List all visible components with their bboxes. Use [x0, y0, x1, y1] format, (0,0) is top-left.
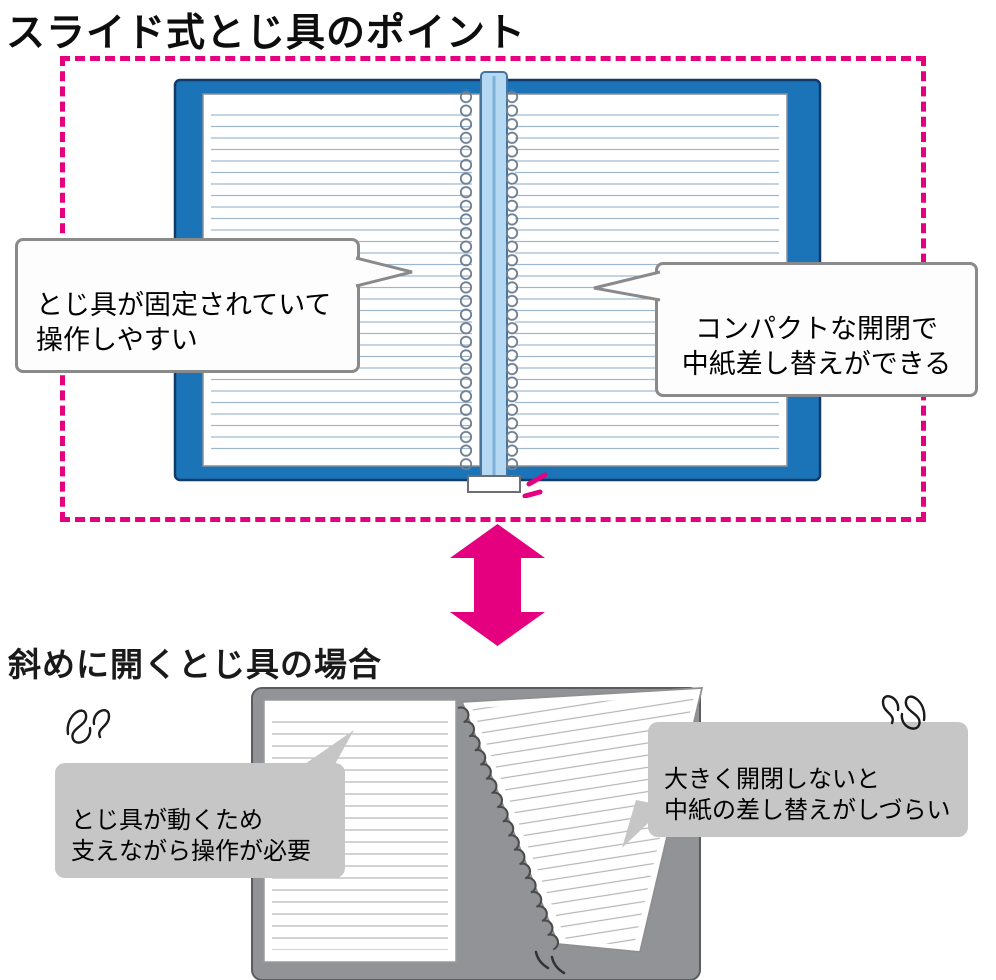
- motion-arc-icon: [550, 955, 566, 975]
- callout-fixed-binding: とじ具が固定されていて 操作しやすい: [15, 238, 360, 373]
- callout-pointer-upright-icon: [302, 730, 354, 766]
- callout-fixed-binding-text: とじ具が固定されていて 操作しやすい: [36, 289, 332, 356]
- slide-section-title: スライド式とじ具のポイント: [6, 12, 527, 55]
- motion-arc-icon: [534, 950, 550, 970]
- motion-dash-icon: [526, 472, 548, 487]
- callout-pointer-downleft-icon: [622, 800, 666, 848]
- swap-comparison-arrow-icon: [450, 524, 545, 646]
- spiral-binding-coil: [457, 706, 560, 951]
- callout-compact-open-text: コンパクトな開閉で 中紙差し替えができる: [681, 313, 952, 380]
- frustration-squiggle-icon: [881, 695, 926, 730]
- callout-compact-open: コンパクトな開閉で 中紙差し替えができる: [655, 262, 978, 397]
- slider-tab: [467, 475, 521, 493]
- binding-rings: [459, 89, 531, 470]
- callout-pointer-right-icon: [355, 256, 413, 288]
- diagonal-section-title: 斜めに開くとじ具の場合: [8, 646, 382, 683]
- frustration-squiggle-icon: [66, 709, 111, 744]
- motion-dash-icon: [522, 489, 543, 498]
- callout-pointer-left-icon: [593, 270, 661, 302]
- callout-binding-moves: とじ具が動くため 支えながら操作が必要: [55, 763, 345, 879]
- callout-binding-moves-text: とじ具が動くため 支えながら操作が必要: [71, 806, 311, 866]
- callout-hard-to-swap: 大きく開閉しないと 中紙の差し替えがしづらい: [648, 722, 968, 838]
- callout-hard-to-swap-text: 大きく開閉しないと 中紙の差し替えがしづらい: [664, 765, 951, 825]
